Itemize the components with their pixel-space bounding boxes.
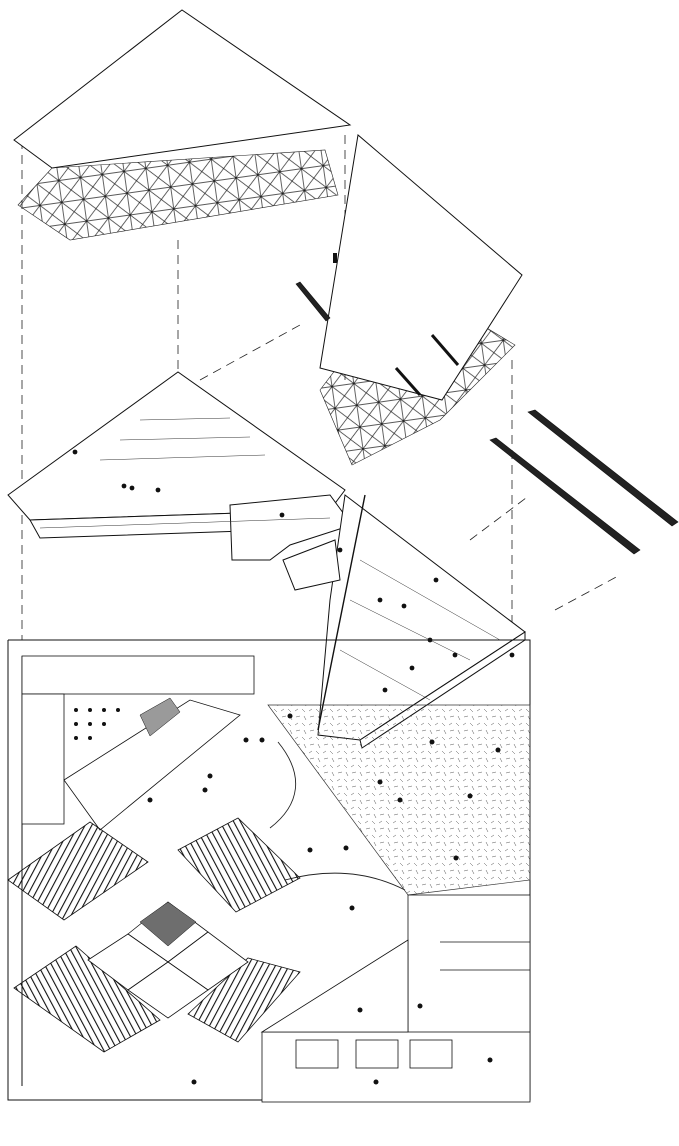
roof-panel-right bbox=[319, 134, 523, 401]
ground-floor-furniture bbox=[74, 708, 120, 740]
roof-beam-marks bbox=[394, 334, 460, 396]
beam-fragment-right-short bbox=[489, 437, 641, 555]
beam-fragment-upper bbox=[295, 281, 331, 322]
roof-grid-left bbox=[17, 149, 339, 241]
roof-panel-left bbox=[13, 9, 352, 169]
beam-fragments bbox=[295, 281, 679, 555]
upper-floor-details bbox=[39, 417, 501, 701]
beam-fragment-right-long bbox=[527, 409, 679, 527]
site-figures bbox=[147, 713, 501, 1085]
roof-edge-mark bbox=[333, 253, 337, 263]
upper-floor-figures bbox=[72, 449, 515, 693]
court-shaded-tile bbox=[139, 901, 197, 947]
ground-floor-block bbox=[21, 655, 255, 831]
lower-right-openings bbox=[295, 941, 530, 1069]
pavilion-roofs bbox=[7, 817, 301, 1053]
site-paths bbox=[269, 741, 406, 891]
shaded-model bbox=[139, 697, 181, 737]
glass-column bbox=[317, 494, 366, 731]
lower-right-building bbox=[260, 894, 531, 1103]
